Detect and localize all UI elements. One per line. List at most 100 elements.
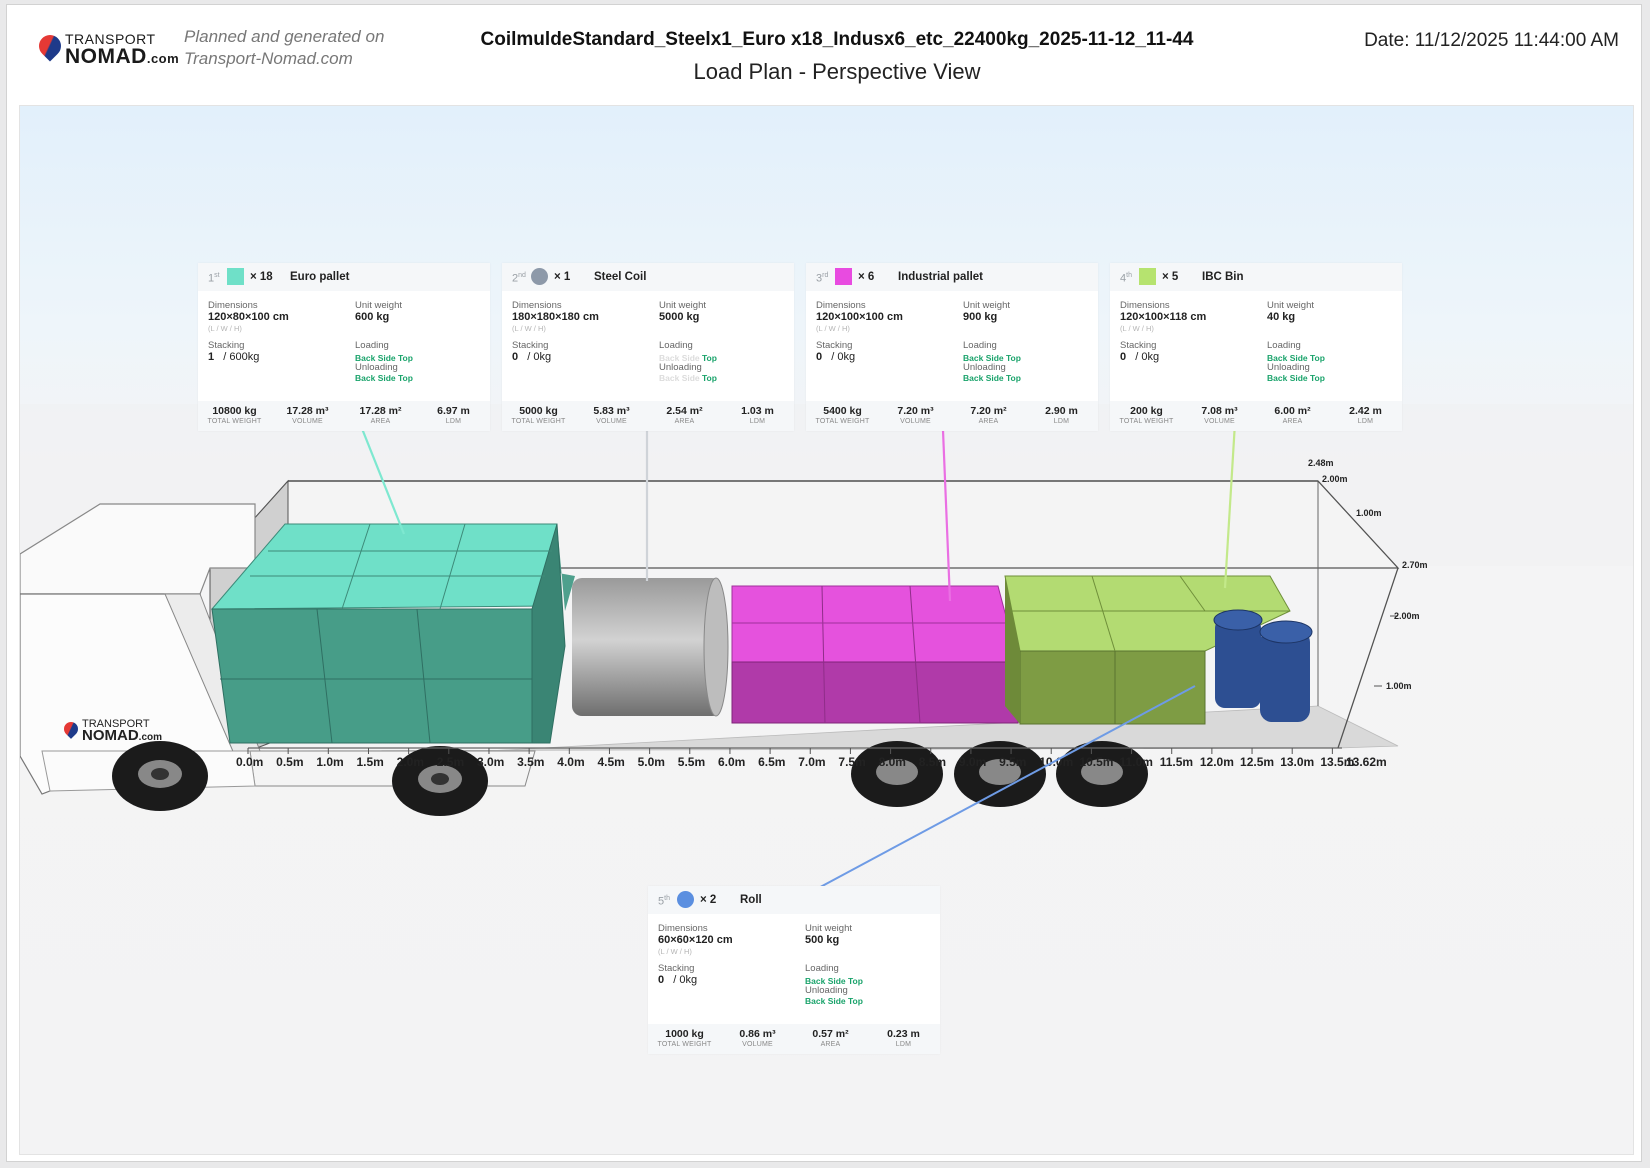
transport-nomad-logo: TRANSPORT NOMAD.com xyxy=(31,27,181,73)
area: 17.28 m² xyxy=(359,405,402,417)
item-card-1[interactable]: 1st × 18 Euro pallet Dimensions 120×80×1… xyxy=(198,263,490,431)
length-tick-label: 0.5m xyxy=(276,755,303,769)
total-weight: 1000 kg xyxy=(665,1028,704,1040)
load-plan-page: TRANSPORT NOMAD.com Planned and generate… xyxy=(6,4,1642,1162)
unloading-top: Top xyxy=(848,996,863,1006)
item-card-2[interactable]: 2nd × 1 Steel Coil Dimensions 180×180×18… xyxy=(502,263,794,431)
item-card-5[interactable]: 5th × 2 Roll Dimensions 60×60×120 cm (L … xyxy=(648,886,940,1054)
truck-wheels xyxy=(112,741,1148,816)
item-color-swatch xyxy=(1139,268,1156,285)
roll-stack xyxy=(1213,609,1313,722)
card-header: 3rd × 6 Industrial pallet xyxy=(806,263,1098,291)
length-tick-label: 13.0m xyxy=(1280,755,1314,769)
ldm: 2.42 m xyxy=(1349,405,1382,417)
loading-options: Back Side xyxy=(1267,353,1308,363)
item-dimensions: 120×100×118 cm xyxy=(1120,311,1207,323)
length-tick-label: 1.5m xyxy=(356,755,383,769)
svg-text:2.00m: 2.00m xyxy=(1322,474,1348,484)
length-tick-label: 7.5m xyxy=(838,755,865,769)
area: 0.57 m² xyxy=(812,1028,849,1040)
item-name: Euro pallet xyxy=(290,271,350,283)
loading-options: Back Side xyxy=(659,353,700,363)
item-quantity: × 2 xyxy=(700,894,717,906)
length-tick-label: 2.5m xyxy=(437,755,464,769)
volume: 0.86 m³ xyxy=(739,1028,776,1040)
item-color-swatch xyxy=(531,268,548,285)
item-card-3[interactable]: 3rd × 6 Industrial pallet Dimensions 120… xyxy=(806,263,1098,431)
report-header: TRANSPORT NOMAD.com Planned and generate… xyxy=(7,5,1641,105)
area: 6.00 m² xyxy=(1274,405,1311,417)
length-tick-label: 6.0m xyxy=(718,755,745,769)
unloading-options: Back Side xyxy=(355,373,396,383)
item-color-swatch xyxy=(227,268,244,285)
card-body: Dimensions 120×100×118 cm (L / W / H) Un… xyxy=(1120,300,1325,383)
item-name: IBC Bin xyxy=(1202,271,1244,283)
item-unit-weight: 40 kg xyxy=(1267,311,1296,323)
length-tick-label: 4.0m xyxy=(557,755,584,769)
length-tick-label: 5.0m xyxy=(638,755,665,769)
length-tick-label: 10.5m xyxy=(1079,755,1113,769)
item-dimensions: 120×100×100 cm xyxy=(816,311,903,323)
industrial-pallet-stack xyxy=(731,585,1019,724)
card-header: 2nd × 1 Steel Coil xyxy=(502,263,794,291)
item-color-swatch xyxy=(677,891,694,908)
item-rank: 4th xyxy=(1120,272,1132,285)
item-card-4[interactable]: 4th × 5 IBC Bin Dimensions 120×100×118 c… xyxy=(1110,263,1402,431)
unloading-options: Back Side xyxy=(805,996,846,1006)
length-tick-label: 7.0m xyxy=(798,755,825,769)
length-tick-label: 3.0m xyxy=(477,755,504,769)
length-tick-label: 5.5m xyxy=(678,755,705,769)
plan-title: CoilmuldeStandard_Steelx1_Euro x18_Indus… xyxy=(480,29,1194,50)
length-tick-label: 4.5m xyxy=(597,755,624,769)
loading-top: Top xyxy=(848,976,863,986)
length-tick-label: 8.0m xyxy=(879,755,906,769)
length-tick-label: 0.0m xyxy=(236,755,263,769)
volume: 7.08 m³ xyxy=(1201,405,1238,417)
card-body: Dimensions 60×60×120 cm (L / W / H) Unit… xyxy=(658,923,863,1006)
length-tick-label: 8.5m xyxy=(919,755,946,769)
truck-cab xyxy=(20,503,536,795)
area: 2.54 m² xyxy=(666,405,703,417)
steel-coil xyxy=(572,577,729,717)
svg-text:2.00m: 2.00m xyxy=(1394,611,1420,621)
card-header: 1st × 18 Euro pallet xyxy=(198,263,490,291)
unloading-top: Top xyxy=(1006,373,1021,383)
generator-tagline: Planned and generated on Transport-Nomad… xyxy=(184,27,385,68)
loading-options: Back Side xyxy=(963,353,1004,363)
map-pin-icon xyxy=(61,719,81,739)
item-unit-weight: 900 kg xyxy=(963,311,998,323)
length-tick-label: 9.5m xyxy=(999,755,1026,769)
total-weight: 200 kg xyxy=(1130,405,1163,417)
loading-options: Back Side xyxy=(355,353,396,363)
unloading-options: Back Side xyxy=(963,373,1004,383)
item-stacking: 0 / 0kg xyxy=(658,974,698,986)
item-stacking: 1 / 600kg xyxy=(208,351,260,363)
volume: 17.28 m³ xyxy=(286,405,329,417)
item-stacking: 0 / 0kg xyxy=(816,351,856,363)
item-quantity: × 1 xyxy=(554,271,571,283)
total-weight: 10800 kg xyxy=(212,405,257,417)
length-tick-label: 13.5m xyxy=(1320,755,1354,769)
length-tick-label: 2.0m xyxy=(397,755,424,769)
ldm: 1.03 m xyxy=(741,405,774,417)
ldm: 6.97 m xyxy=(437,405,470,417)
svg-text:2.70m: 2.70m xyxy=(1402,560,1428,570)
item-unit-weight: 5000 kg xyxy=(659,311,700,323)
logo-line1: TRANSPORT xyxy=(65,31,156,47)
truck-3d-render: 0.0m0.5m1.0m1.5m2.0m2.5m3.0m3.5m4.0m4.5m… xyxy=(20,404,1633,900)
ldm: 0.23 m xyxy=(887,1028,920,1040)
svg-text:2.48m: 2.48m xyxy=(1308,458,1334,468)
card-body: Dimensions 180×180×180 cm (L / W / H) Un… xyxy=(512,300,717,383)
length-tick-label: 3.5m xyxy=(517,755,544,769)
area: 7.20 m² xyxy=(970,405,1007,417)
item-name: Roll xyxy=(740,894,762,906)
item-dimensions: 120×80×100 cm xyxy=(208,311,289,323)
item-dimensions: 60×60×120 cm xyxy=(658,934,733,946)
card-header: 4th × 5 IBC Bin xyxy=(1110,263,1402,291)
length-tick-label: 12.0m xyxy=(1200,755,1234,769)
